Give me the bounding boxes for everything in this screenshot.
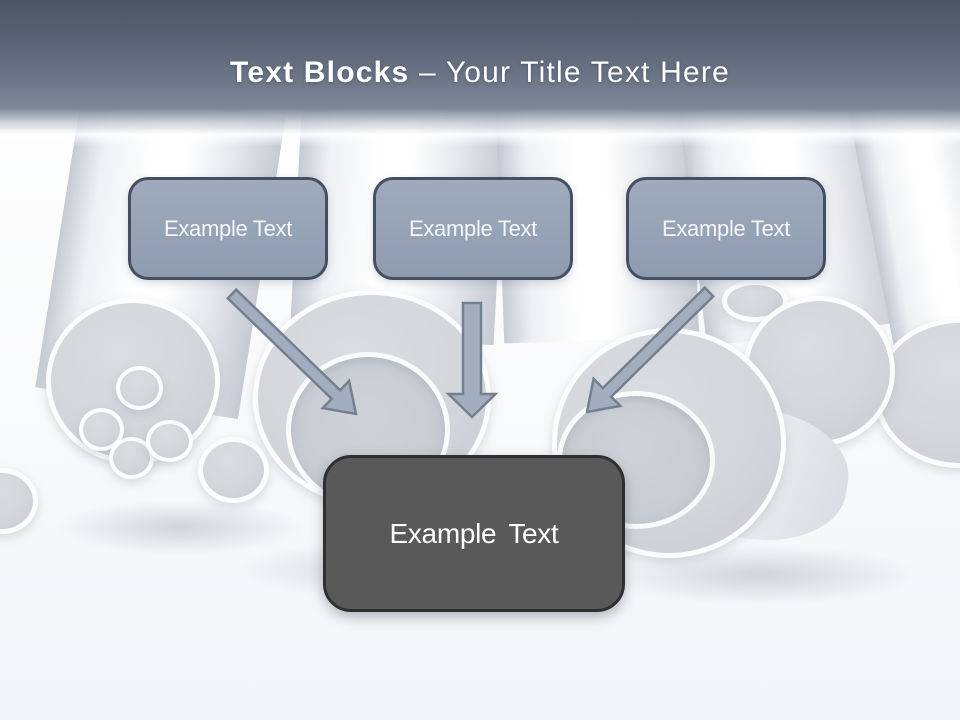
pipe-end	[0, 468, 38, 534]
pipe-end	[198, 437, 269, 503]
text-block-1[interactable]: Example Text	[128, 177, 328, 280]
pipe-end-small	[116, 366, 163, 410]
pipe-end-small	[146, 420, 193, 462]
floor-shadow	[55, 500, 305, 555]
text-block-3-label: Example Text	[661, 215, 791, 241]
slide-title[interactable]: Text Blocks – Your Title Text Here	[230, 56, 730, 90]
arrow-down-left-icon[interactable]	[585, 285, 715, 414]
title-emphasis: Text Blocks	[230, 56, 410, 89]
title-separator: –	[418, 56, 437, 89]
arrow-down-icon[interactable]	[445, 301, 499, 419]
text-block-2-label: Example Text	[408, 215, 538, 241]
header-fade	[0, 108, 960, 146]
text-block-2[interactable]: Example Text	[373, 177, 573, 280]
pipe-end	[722, 280, 788, 322]
summary-block-label: Example Text	[389, 517, 559, 549]
summary-block[interactable]: Example Text	[323, 455, 625, 612]
arrow-down-right-icon[interactable]	[226, 287, 358, 416]
title-bar: Text Blocks – Your Title Text Here	[0, 0, 960, 110]
title-remainder: Your Title Text Here	[445, 56, 730, 89]
text-block-1-label: Example Text	[163, 215, 293, 241]
text-block-3[interactable]: Example Text	[626, 177, 826, 280]
